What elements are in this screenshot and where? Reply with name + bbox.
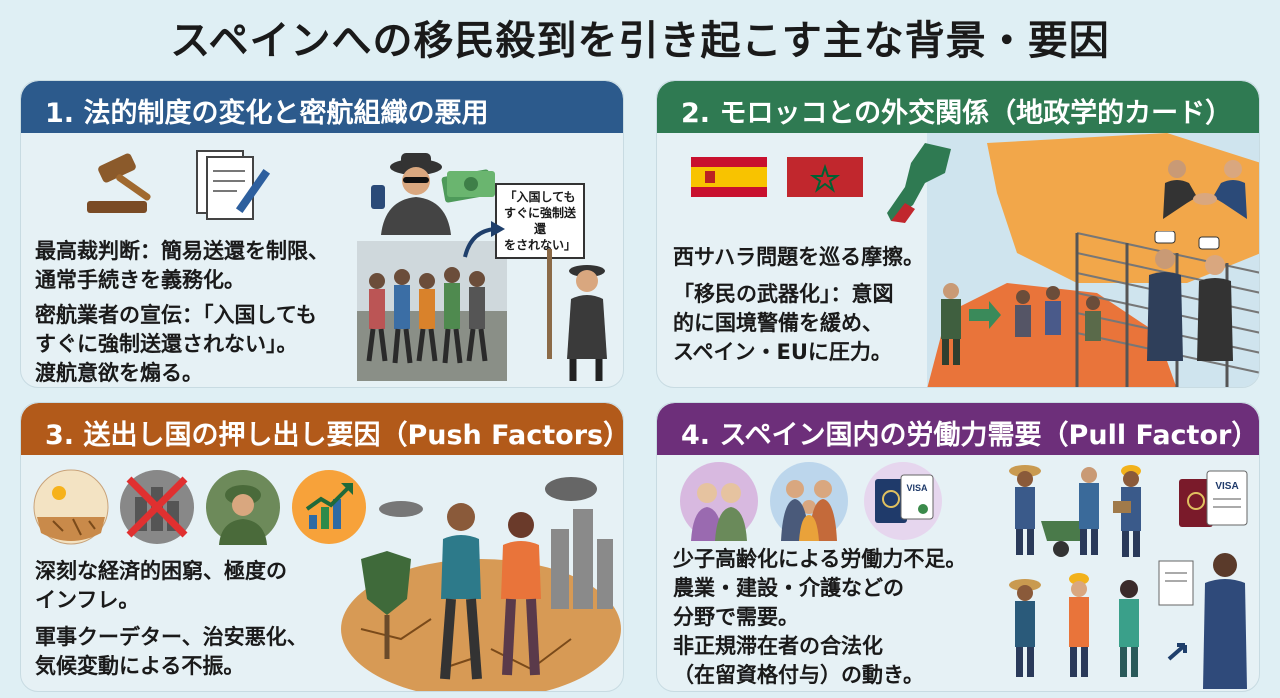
- document-icon: [1155, 549, 1255, 689]
- handshake-icon: [1157, 157, 1253, 219]
- text-line: インフレ。: [35, 588, 140, 612]
- visa-label: VISA: [1215, 481, 1238, 492]
- panel-pull-factors: 4. スペイン国内の労働力需要（Pull Factor） VISA 少子高齢化に…: [656, 402, 1260, 692]
- text-line: 最高裁判断：簡易送還を制限、: [35, 239, 329, 263]
- smuggler-icon: [361, 145, 471, 235]
- panel-header: 4. スペイン国内の労働力需要（Pull Factor）: [657, 403, 1259, 455]
- gavel-icon: [79, 149, 169, 219]
- sign-line: をされない」: [503, 238, 576, 252]
- migrant-crowd-icon: [357, 241, 507, 381]
- text-line: 軍事クーデター、治安悪化、: [35, 625, 308, 649]
- page-title: スペインへの移民殺到を引き起こす主な背景・要因: [170, 18, 1110, 64]
- panel-header: 3. 送出し国の押し出し要因（Push Factors）: [21, 403, 623, 455]
- text-line: 的に国境警備を緩め、: [673, 311, 883, 335]
- cash-icon: [441, 165, 497, 205]
- sign-line: すぐに強制送還: [503, 206, 576, 236]
- text-line: 「移民の武器化」：意図: [673, 282, 894, 306]
- panel-text: 深刻な経済的困窮、極度の インフレ。 軍事クーデター、治安悪化、 気候変動による…: [35, 557, 308, 681]
- panel-text: 西サハラ問題を巡る摩擦。 「移民の武器化」：意図 的に国境警備を緩め、 スペイン…: [673, 243, 924, 367]
- text-line: スペイン・EUに圧力。: [673, 340, 892, 364]
- workers-icon: [1001, 461, 1161, 687]
- family-icon: [769, 461, 849, 541]
- officials-icon: [1135, 231, 1245, 361]
- visa-label: VISA: [906, 483, 928, 493]
- drought-icon: [33, 469, 109, 545]
- panel-header: 1. 法的制度の変化と密航組織の悪用: [21, 81, 623, 133]
- soldier-icon: [205, 469, 281, 545]
- spain-flag-icon: [691, 157, 767, 197]
- text-line: 農業・建設・介護などの: [673, 576, 904, 600]
- border-guard-icon: [933, 277, 1123, 367]
- crossed-out-city-icon: [119, 469, 195, 545]
- growth-chart-icon: [291, 469, 367, 545]
- panel-header: 2. モロッコとの外交関係（地政学的カード）: [657, 81, 1259, 133]
- panel-legal-smuggling: 1. 法的制度の変化と密航組織の悪用 最高裁判断：簡易送還を制限、 通常手続きを…: [20, 80, 624, 388]
- sign-line: 「入国しても: [504, 190, 576, 204]
- text-line: 少子高齢化による労働力不足。: [673, 547, 967, 571]
- text-line: 通常手続きを義務化。: [35, 268, 245, 292]
- text-line: 密航業者の宣伝：「入国しても: [35, 303, 317, 327]
- text-line: 分野で需要。: [673, 605, 799, 629]
- morocco-map-icon: [885, 143, 955, 223]
- text-line: すぐに強制送還されない」。: [35, 332, 298, 356]
- text-line: 西サハラ問題を巡る摩擦。: [673, 245, 925, 269]
- text-line: 非正規滞在者の合法化: [673, 634, 883, 658]
- passport-visa-icon: VISA: [863, 461, 943, 541]
- panel-morocco-relations: 2. モロッコとの外交関係（地政学的カード） 西サハラ問題を巡る摩擦。 「移民の…: [656, 80, 1260, 388]
- document-pen-icon: [193, 147, 283, 227]
- sign-holder-figure: [521, 249, 617, 381]
- passport-stack-icon: VISA: [1177, 469, 1253, 539]
- sign-board: 「入国しても すぐに強制送還 をされない」: [495, 183, 585, 259]
- panel-text: 少子高齢化による労働力不足。 農業・建設・介護などの 分野で需要。 非正規滞在者…: [673, 545, 966, 690]
- panel-push-factors: 3. 送出し国の押し出し要因（Push Factors） 深刻な経済的困窮、極度…: [20, 402, 624, 692]
- elderly-couple-icon: [679, 461, 759, 541]
- arrow-up-icon: [461, 221, 507, 261]
- text-line: （在留資格付与）の動き。: [673, 663, 924, 687]
- text-line: 渡航意欲を煽る。: [35, 361, 203, 385]
- panel-text: 最高裁判断：簡易送還を制限、 通常手続きを義務化。 密航業者の宣伝：「入国しても…: [35, 237, 329, 387]
- migrant-couple-icon: [341, 469, 623, 691]
- morocco-flag-icon: [787, 157, 863, 197]
- text-line: 深刻な経済的困窮、極度の: [35, 559, 287, 583]
- text-line: 気候変動による不振。: [35, 654, 245, 678]
